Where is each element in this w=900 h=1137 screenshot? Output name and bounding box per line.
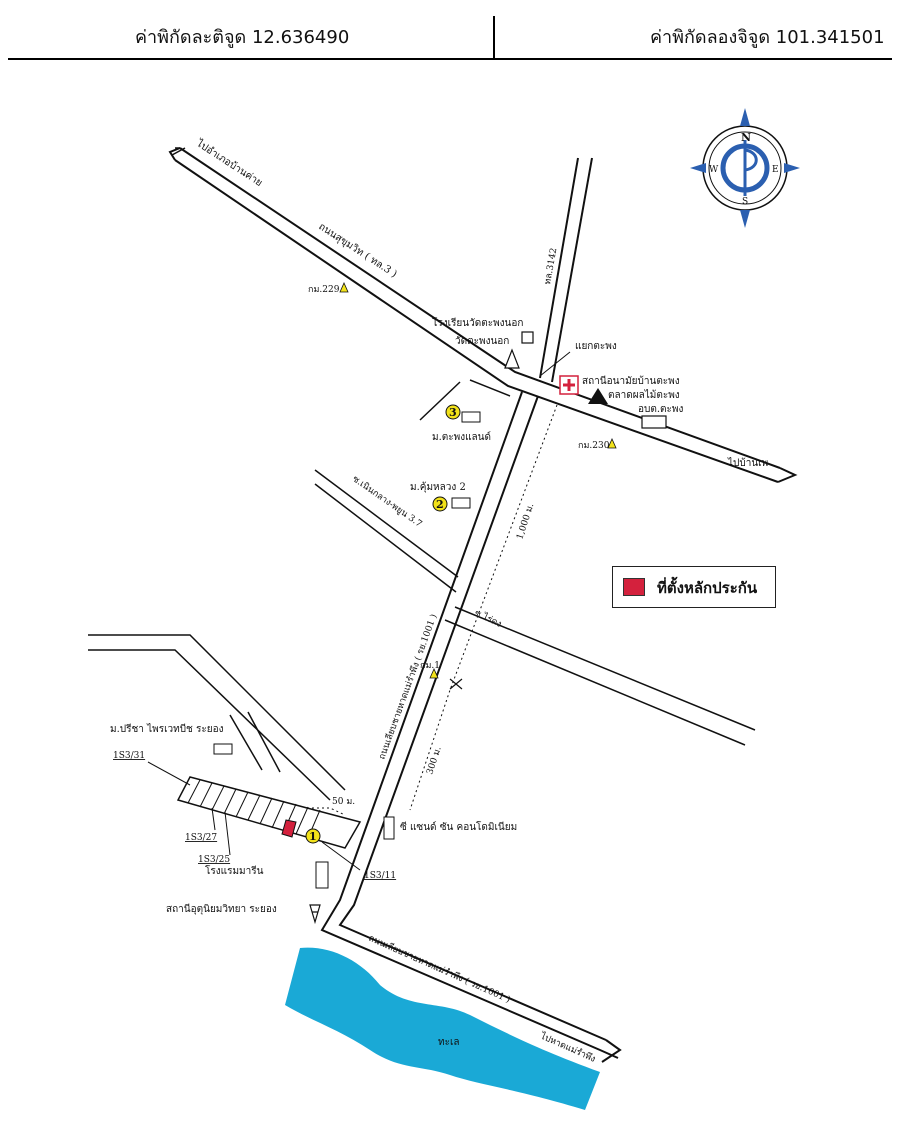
village-road	[229, 711, 281, 773]
weather-station-icon	[309, 904, 321, 925]
latitude-label: ค่าพิกัดละติจูด 12.636490	[135, 27, 350, 48]
sukhumvit-label: ถนนสุขุมวิท ( ทล.3 )	[316, 221, 398, 280]
compass-w: W	[709, 165, 719, 175]
soi-rai-dong-label: ซ.ไร่ดง	[473, 608, 504, 630]
km229-icon	[339, 282, 349, 293]
market-label: ตลาดผลไม้ตะพง	[608, 389, 680, 401]
distance-line	[409, 404, 558, 811]
temple-icon	[504, 348, 520, 369]
hotel-label: โรงแรมมารีน	[205, 864, 264, 877]
marker-3-text: 3	[449, 406, 457, 419]
village-preecha-label: ม.ปรีชา ไพรเวทบีช ระยอง	[110, 723, 224, 735]
marker-3-icon	[445, 404, 461, 420]
temple-label: วัดตะพงนอก	[455, 336, 509, 347]
arrow-south	[601, 1039, 622, 1063]
cross-icon	[563, 379, 575, 391]
weather-station-label: สถานีอุตุนิยมวิทยา ระยอง	[166, 903, 277, 915]
school-label: โรงเรียนวัดตะพงนอก	[432, 316, 523, 329]
legend-label: ที่ตั้งหลักประกัน	[657, 579, 758, 597]
route-3142	[539, 157, 593, 383]
junction-leader	[539, 351, 571, 377]
compass-rose-icon: N S W E	[690, 108, 800, 228]
legend: ที่ตั้งหลักประกัน	[612, 566, 776, 608]
leader-1S3-27	[211, 807, 216, 831]
legend-swatch	[623, 578, 645, 596]
condo-icon	[383, 816, 395, 840]
arrow-left	[168, 147, 181, 161]
sea-area	[285, 947, 600, 1110]
parcel-1S3-11-label: 1S3/11	[364, 871, 396, 881]
compass-s: S	[742, 197, 748, 207]
sao-building-icon	[641, 415, 667, 429]
village-preecha-house-icon	[213, 743, 233, 755]
village3-road	[419, 379, 511, 421]
soi-right-road-2	[444, 619, 746, 746]
km1-label: กม.1	[420, 661, 440, 671]
km1-icon	[429, 668, 439, 679]
distance-50-label: 50 ม.	[332, 797, 355, 807]
header-divider	[493, 16, 495, 60]
sao-label: อบต.ตะพง	[638, 404, 683, 415]
sea-label: ทะเล	[438, 1037, 460, 1048]
coast-road	[88, 634, 346, 801]
village3-label: ม.ตะพงแลนด์	[432, 431, 491, 443]
village2-house-icon	[451, 497, 471, 509]
collateral-parcel	[281, 819, 297, 838]
arrow-right	[777, 467, 798, 483]
km230-label: กม.230	[578, 441, 610, 451]
hotel-icon	[315, 861, 329, 889]
soi-right-road	[454, 606, 756, 731]
junction-label: แยกตะพง	[575, 341, 617, 352]
longitude-label: ค่าพิกัดลองจิจูด 101.341501	[650, 27, 885, 48]
main-road-south	[320, 391, 622, 1063]
header-rule	[8, 58, 892, 60]
leader-1S3-25	[224, 811, 231, 856]
marker-2-icon	[432, 496, 448, 512]
km230-icon	[607, 438, 617, 449]
health-center-label: สถานีอนามัยบ้านตะพง	[582, 375, 680, 387]
to-ban-phe-label: ไปบ้านเพ	[727, 457, 768, 469]
soi-phayun-road	[314, 469, 459, 578]
compass-n: N	[741, 131, 751, 144]
condo-label: ซี แซนด์ ซัน คอนโดมิเนียม	[400, 820, 517, 833]
marker-1-icon	[305, 828, 321, 844]
soi-phayun-road-2	[314, 483, 457, 593]
main-road-label: ถนนเลียบชายหาดแม่รำพึง ( รย.1001 )	[376, 613, 439, 762]
marker-2-text: 2	[436, 498, 444, 511]
distance-1000-label: 1,000 ม.	[515, 502, 536, 541]
parcel-1S3-27-label: 1S3/27	[185, 833, 217, 843]
sukhumvit-road	[168, 147, 798, 483]
distance-300-label: 300 ม.	[425, 745, 443, 776]
km229-label: กม.229	[308, 285, 340, 295]
compass-e: E	[772, 165, 779, 175]
km1-cross	[449, 678, 463, 690]
school-icon	[521, 331, 534, 344]
market-icon	[588, 388, 608, 404]
village2-label: ม.คุ้มหลวง 2	[410, 481, 466, 493]
marker-1-text: 1	[309, 830, 317, 843]
parcel-1S3-31-label: 1S3/31	[113, 751, 145, 761]
village3-house-icon	[461, 411, 481, 423]
leader-1S3-31	[147, 761, 191, 786]
leader-1S3-11	[321, 841, 361, 871]
coordinate-header: ค่าพิกัดละติจูด 12.636490 ค่าพิกัดลองจิจ…	[0, 0, 900, 62]
parcel-1S3-25-label: 1S3/25	[198, 855, 230, 865]
